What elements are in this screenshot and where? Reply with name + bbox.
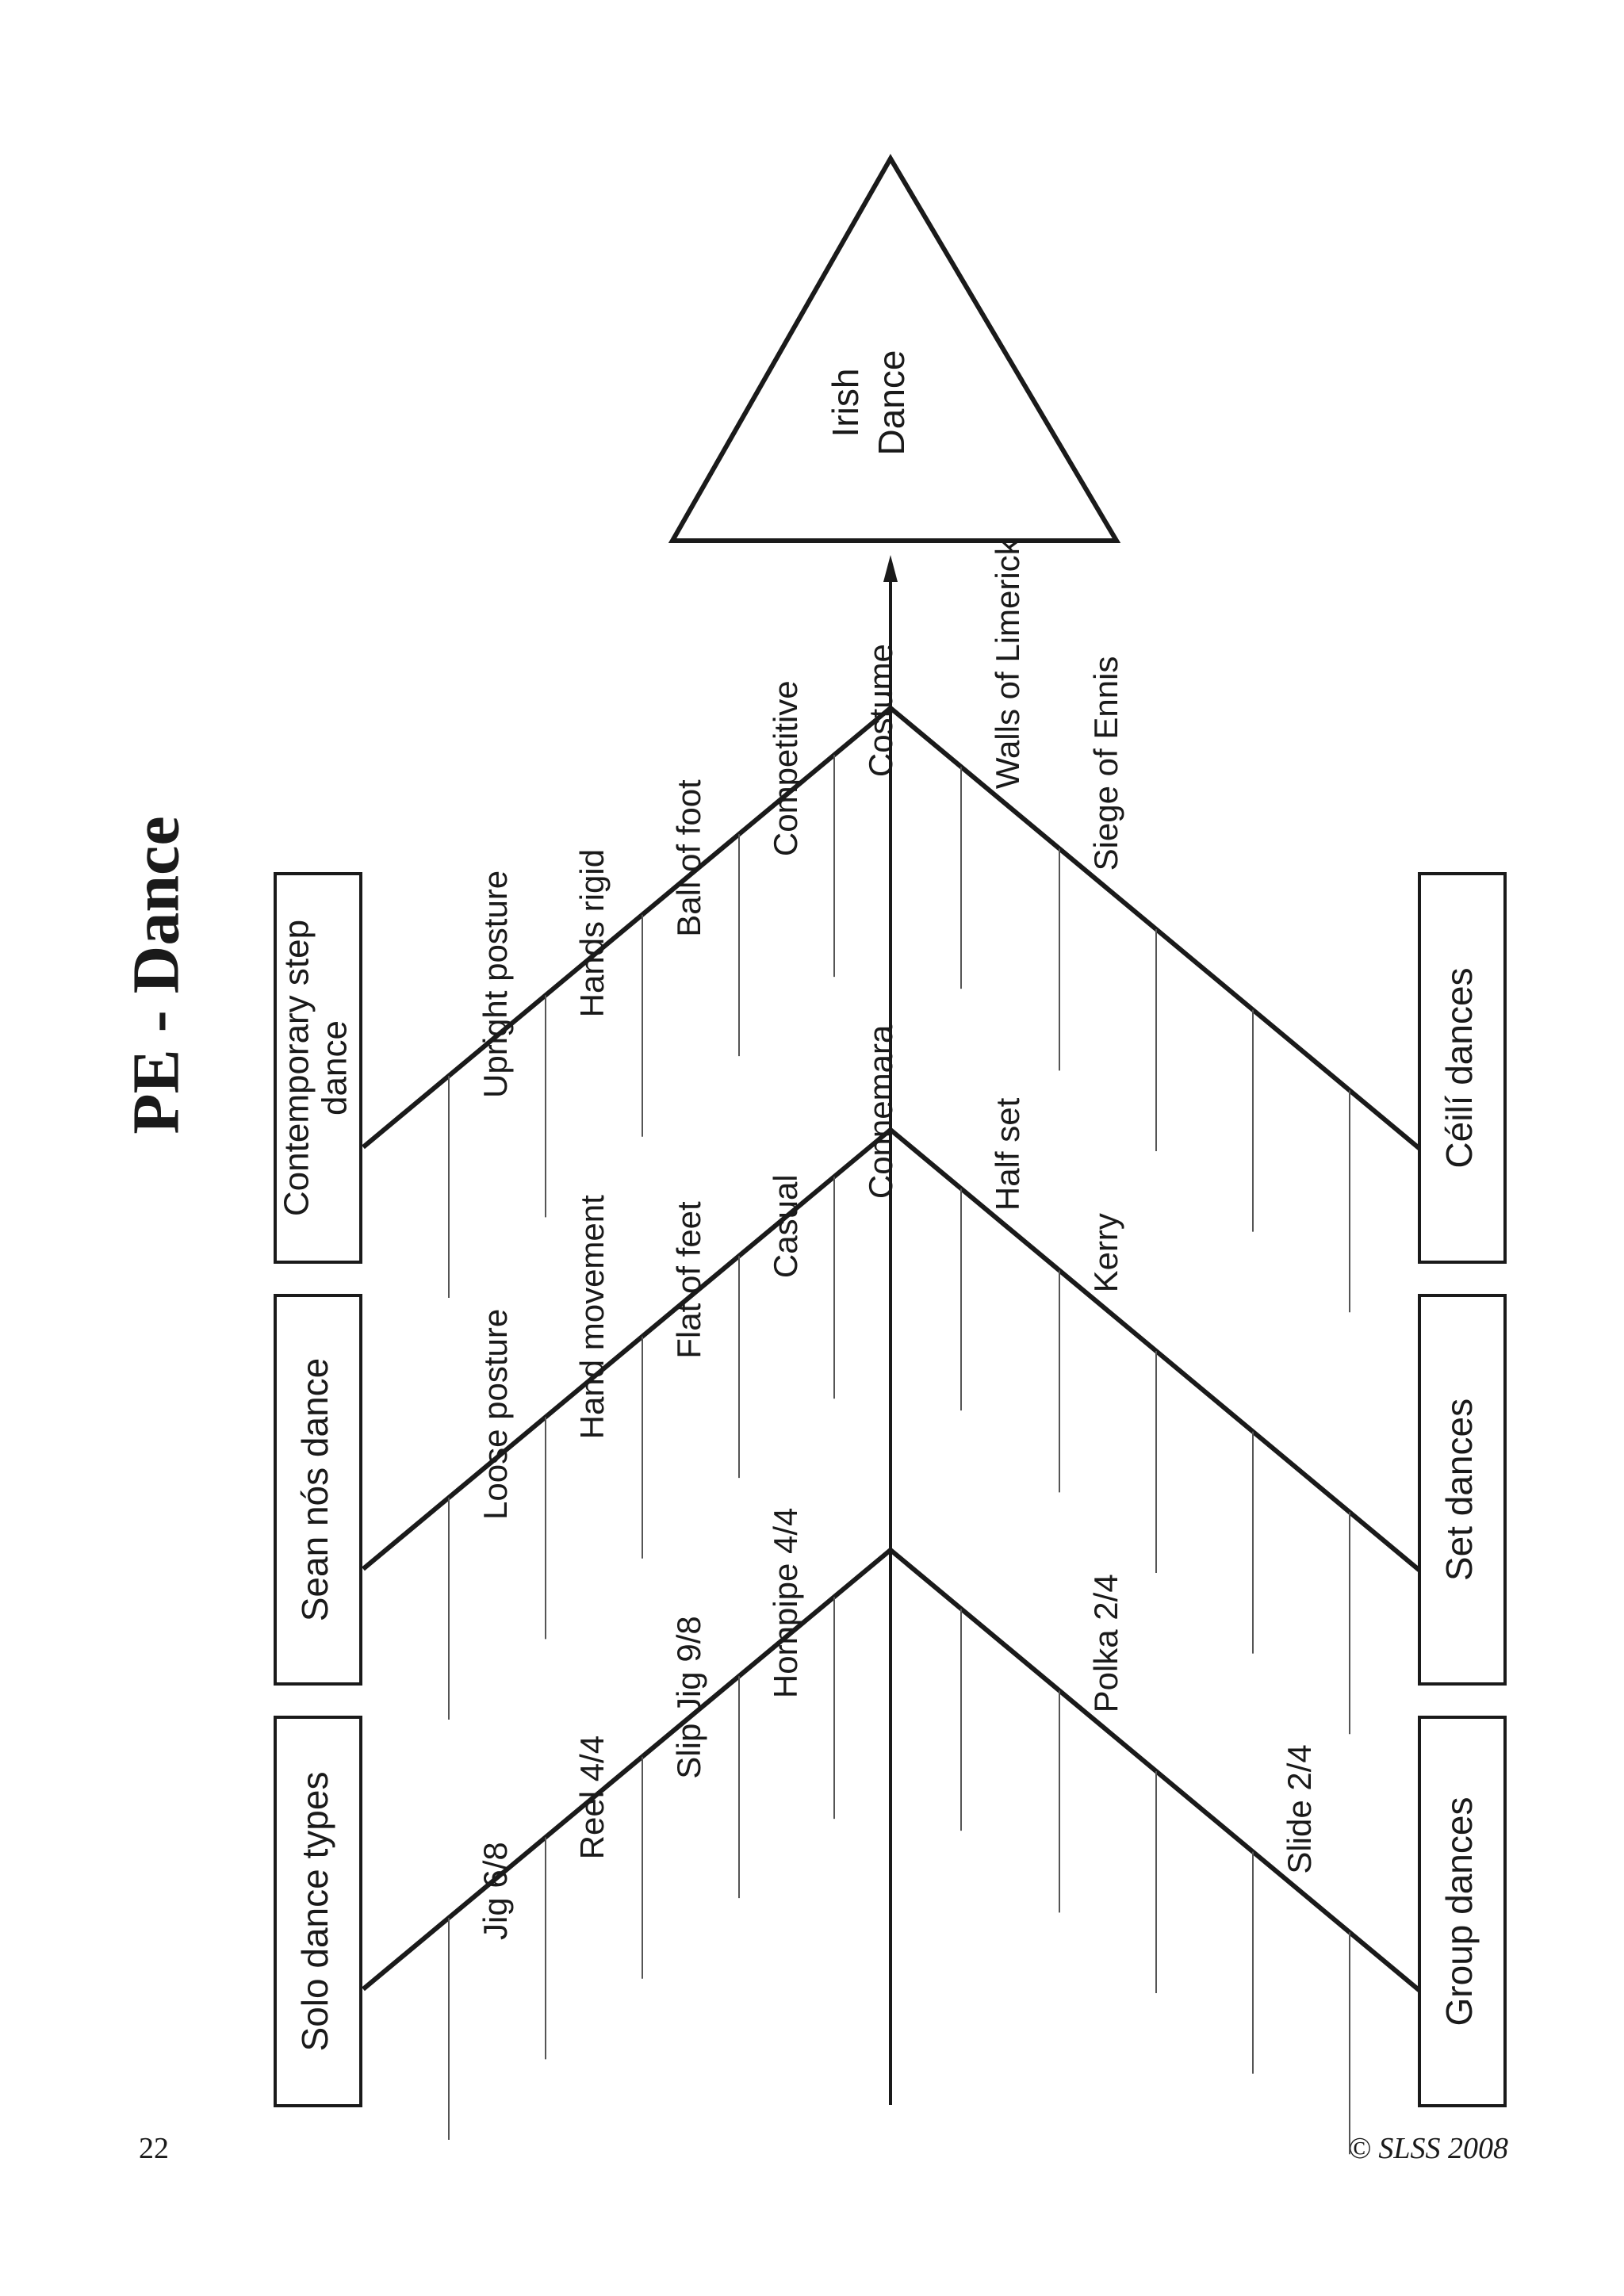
sub-branch-label: Slide 2/4: [1281, 1744, 1318, 1873]
sub-branch-label: Flat of feet: [670, 1201, 707, 1359]
bone-sean-nos: [362, 1127, 892, 1571]
category-box-ceili: [1418, 872, 1507, 1264]
effect-label-line-1: Irish: [825, 369, 866, 438]
bone-ceili: [889, 706, 1421, 1150]
sub-branch-label: Hands rigid: [573, 849, 611, 1017]
category-box-solo: [274, 1716, 362, 2107]
sub-branch-label: Slip Jig 9/8: [670, 1616, 707, 1778]
sub-branch-label: Siege of Ennis: [1087, 656, 1124, 871]
sub-branch-label: Walls of Limerick: [989, 538, 1026, 789]
category-label-sean-nos: Sean nós dance: [294, 1358, 335, 1622]
bone-group: [889, 1548, 1421, 1992]
sub-branch-label: Hornpipe 4/4: [767, 1508, 804, 1699]
category-label-contemporary: dance: [316, 1020, 354, 1115]
sub-branch-label: Hand movement: [573, 1195, 611, 1439]
sub-branch-label: Connemara: [862, 1024, 899, 1199]
category-label-ceili: Céilí dances: [1438, 967, 1480, 1168]
page-title: PE - Dance: [119, 816, 193, 1134]
bone-set: [889, 1127, 1421, 1572]
category-label-contemporary: Contemporary step: [278, 920, 316, 1216]
category-box-group: [1418, 1716, 1507, 2107]
sub-branch-label: Polka 2/4: [1087, 1574, 1124, 1712]
category-box-sean-nos: [274, 1294, 362, 1686]
effect-label-line-2: Dance: [871, 350, 912, 456]
page-number: 22: [139, 2132, 169, 2165]
category-label-set: Set dances: [1438, 1399, 1480, 1581]
copyright-notice: © SLSS 2008: [1348, 2132, 1508, 2165]
spine-arrowhead: [883, 555, 898, 582]
category-label-solo: Solo dance types: [294, 1772, 335, 2052]
sub-branch-label: Jig 6/8: [477, 1842, 514, 1940]
sub-branch-label: Ball of foot: [670, 779, 707, 937]
sub-branch-label: Competitive: [767, 680, 804, 856]
sub-branch-label: Costume: [862, 644, 899, 777]
category-box-set: [1418, 1294, 1507, 1686]
sub-branch-label: Upright posture: [477, 871, 514, 1098]
category-box-contemporary: [274, 872, 362, 1264]
sub-branch-label: Loose posture: [477, 1309, 514, 1520]
sub-branch-label: Half set: [989, 1097, 1026, 1211]
sub-branch-label: Kerry: [1087, 1213, 1124, 1292]
sub-branch-label: Reel 4/4: [573, 1735, 611, 1859]
sub-branch-label: Casual: [767, 1174, 804, 1278]
bone-solo: [362, 1548, 892, 1992]
effect-triangle: [668, 154, 1121, 543]
category-label-group: Group dances: [1438, 1797, 1480, 2026]
bone-contemporary: [362, 706, 892, 1150]
